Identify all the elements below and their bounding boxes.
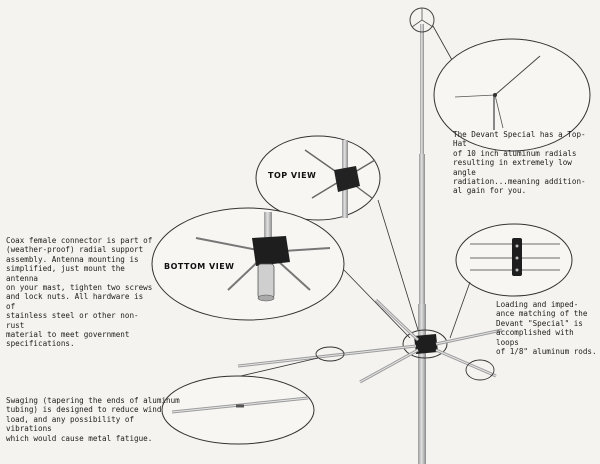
loading-caption-line: Loading and imped- — [496, 300, 579, 309]
coax-caption-line: stainless steel or other non-rust — [6, 311, 139, 330]
top-hat-detail — [433, 38, 591, 152]
coax-caption-line: on your mast, tighten two screws — [6, 283, 153, 293]
top-view-label: TOP VIEW — [268, 171, 317, 180]
loading-caption-line: Devant "Special" is — [496, 318, 583, 328]
callout-line-top-hat — [432, 25, 453, 61]
coax-caption-line: specifications. — [6, 339, 75, 349]
top-hat-radials — [409, 7, 435, 33]
swaging-caption-line: tubing) is designed to reduce wind — [6, 405, 162, 415]
swaging-detail — [161, 375, 315, 445]
top-hat-caption: The Devant Special has a Top-Hat of 10 i… — [453, 130, 593, 196]
swaging-caption: Swaging (tapering the ends of aluminum t… — [6, 396, 181, 443]
bottom-view-detail — [151, 207, 345, 321]
coax-caption: Coax female connector is part of (weathe… — [6, 236, 156, 349]
callout-line-bottom-view — [343, 269, 411, 339]
loading-caption: Loading and imped- ance matching of the … — [496, 300, 600, 356]
loading-caption-line: accomplished with loops — [496, 328, 574, 347]
coax-caption-line: (weather-proof) radial support — [6, 245, 144, 255]
antenna-mast — [418, 24, 426, 464]
swaging-caption-line: which would cause metal fatigue. — [6, 433, 153, 443]
loading-caption-line: of 1/8" aluminum rods. — [496, 347, 597, 357]
loading-caption-line: ance matching of the — [496, 309, 588, 319]
bottom-view-label: BOTTOM VIEW — [164, 262, 235, 271]
top-hat-caption-line: radiation...meaning addition- — [453, 177, 586, 187]
coax-caption-line: and lock nuts. All hardware is of — [6, 292, 144, 311]
top-view-detail — [255, 135, 381, 221]
top-hat-caption-line: al gain for you. — [453, 186, 527, 196]
top-hat-caption-line: resulting in extremely low angle — [453, 158, 572, 177]
loading-coil-detail — [455, 223, 573, 297]
swaging-caption-line: Swaging (tapering the ends of aluminum — [6, 396, 180, 405]
coax-caption-line: material to meet government — [6, 330, 130, 340]
top-hat-caption-line: of 10 inch aluminum radials — [453, 148, 577, 158]
swaging-caption-line: load, and any possibility of vibrations — [6, 414, 135, 434]
coax-caption-line: Coax female connector is part of — [6, 236, 153, 245]
radial-assembly — [237, 298, 503, 384]
top-hat-caption-line: The Devant Special has a Top-Hat — [453, 130, 586, 149]
coax-caption-line: assembly. Antenna mounting is — [6, 254, 139, 264]
coax-caption-line: simplified, just mount the antenna — [6, 264, 125, 283]
callout-line-loading — [449, 281, 471, 339]
callout-line-top-view — [377, 199, 419, 331]
